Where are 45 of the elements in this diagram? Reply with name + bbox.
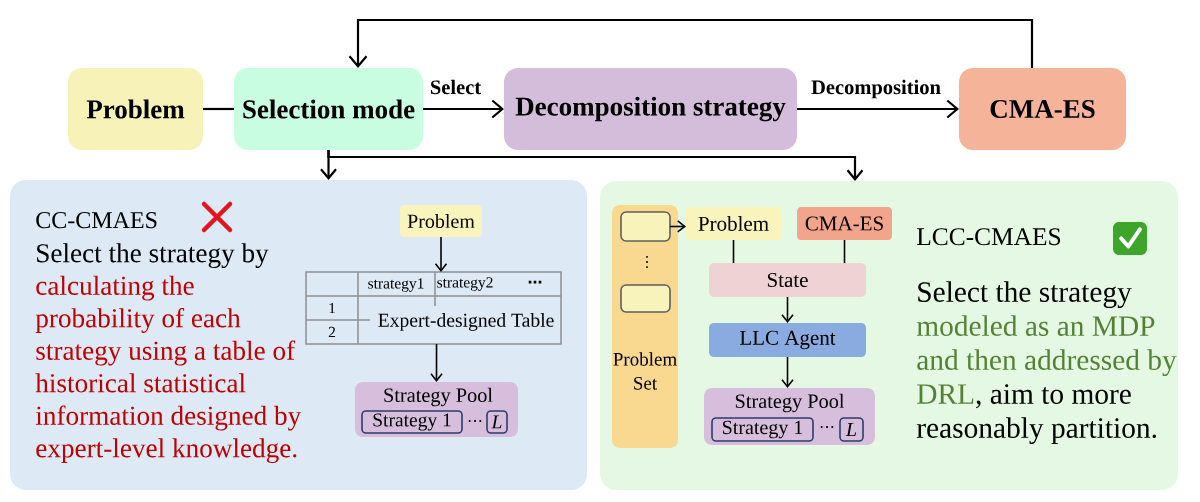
empty-box <box>620 284 671 313</box>
heading: LCC-CMAES <box>917 228 1061 246</box>
process-box: CMA-ES <box>959 68 1126 150</box>
ellipsis: ⋯ <box>820 426 834 428</box>
column-header: strategy2 <box>437 277 493 291</box>
arrow <box>797 99 959 119</box>
process-box: State <box>709 263 866 297</box>
ellipsis: ⋮ <box>646 255 648 269</box>
arrow <box>430 343 443 382</box>
table-title: Expert-designed Table <box>378 313 554 331</box>
strategy-box: Strategy 1 <box>711 417 814 442</box>
arrow <box>434 236 448 272</box>
edge-label: Select <box>431 79 482 95</box>
arrow <box>669 220 686 233</box>
paragraph: Select the strategy modeled as an MDP and then addressed by DRL, aim to more reasonably partition. <box>916 281 1177 444</box>
pool-title: Strategy Pool <box>735 393 845 413</box>
empty-box <box>620 211 671 242</box>
edge-label: Decomposition <box>811 79 941 99</box>
arrow <box>781 356 794 388</box>
process-box: LLC Agent <box>709 323 866 357</box>
ellipsis: ⋯ <box>528 280 542 284</box>
column-label: Problem Set <box>613 352 677 390</box>
process-box: Problem <box>68 68 203 150</box>
strategy-box: L <box>486 410 508 434</box>
arrow <box>348 18 1034 68</box>
strategy-box: L <box>839 417 864 442</box>
process-box: Problem <box>686 207 781 240</box>
pool-title: Strategy Pool <box>384 387 493 407</box>
ellipsis: ⋯ <box>468 420 482 422</box>
connector-line <box>843 239 846 264</box>
connector-line <box>732 239 735 264</box>
process-box: CMA-ES <box>797 207 892 240</box>
arrow <box>781 296 794 323</box>
strategy-box: Strategy 1 <box>361 410 463 434</box>
process-box: Problem <box>400 205 482 237</box>
column-header: strategy1 <box>368 278 424 292</box>
process-box: Decomposition strategy <box>504 68 797 150</box>
heading: CC-CMAES <box>36 212 157 229</box>
row-number: 1 <box>329 302 335 314</box>
paragraph: Select the strategy by calculating the probability of each strategy using a table of historical statistical information designed by expert-level knowledge. <box>35 243 302 464</box>
process-box: Selection mode <box>234 68 423 150</box>
arrow <box>327 150 864 181</box>
arrow <box>423 99 504 119</box>
row-number: 2 <box>328 326 336 338</box>
connector-line <box>203 107 234 111</box>
